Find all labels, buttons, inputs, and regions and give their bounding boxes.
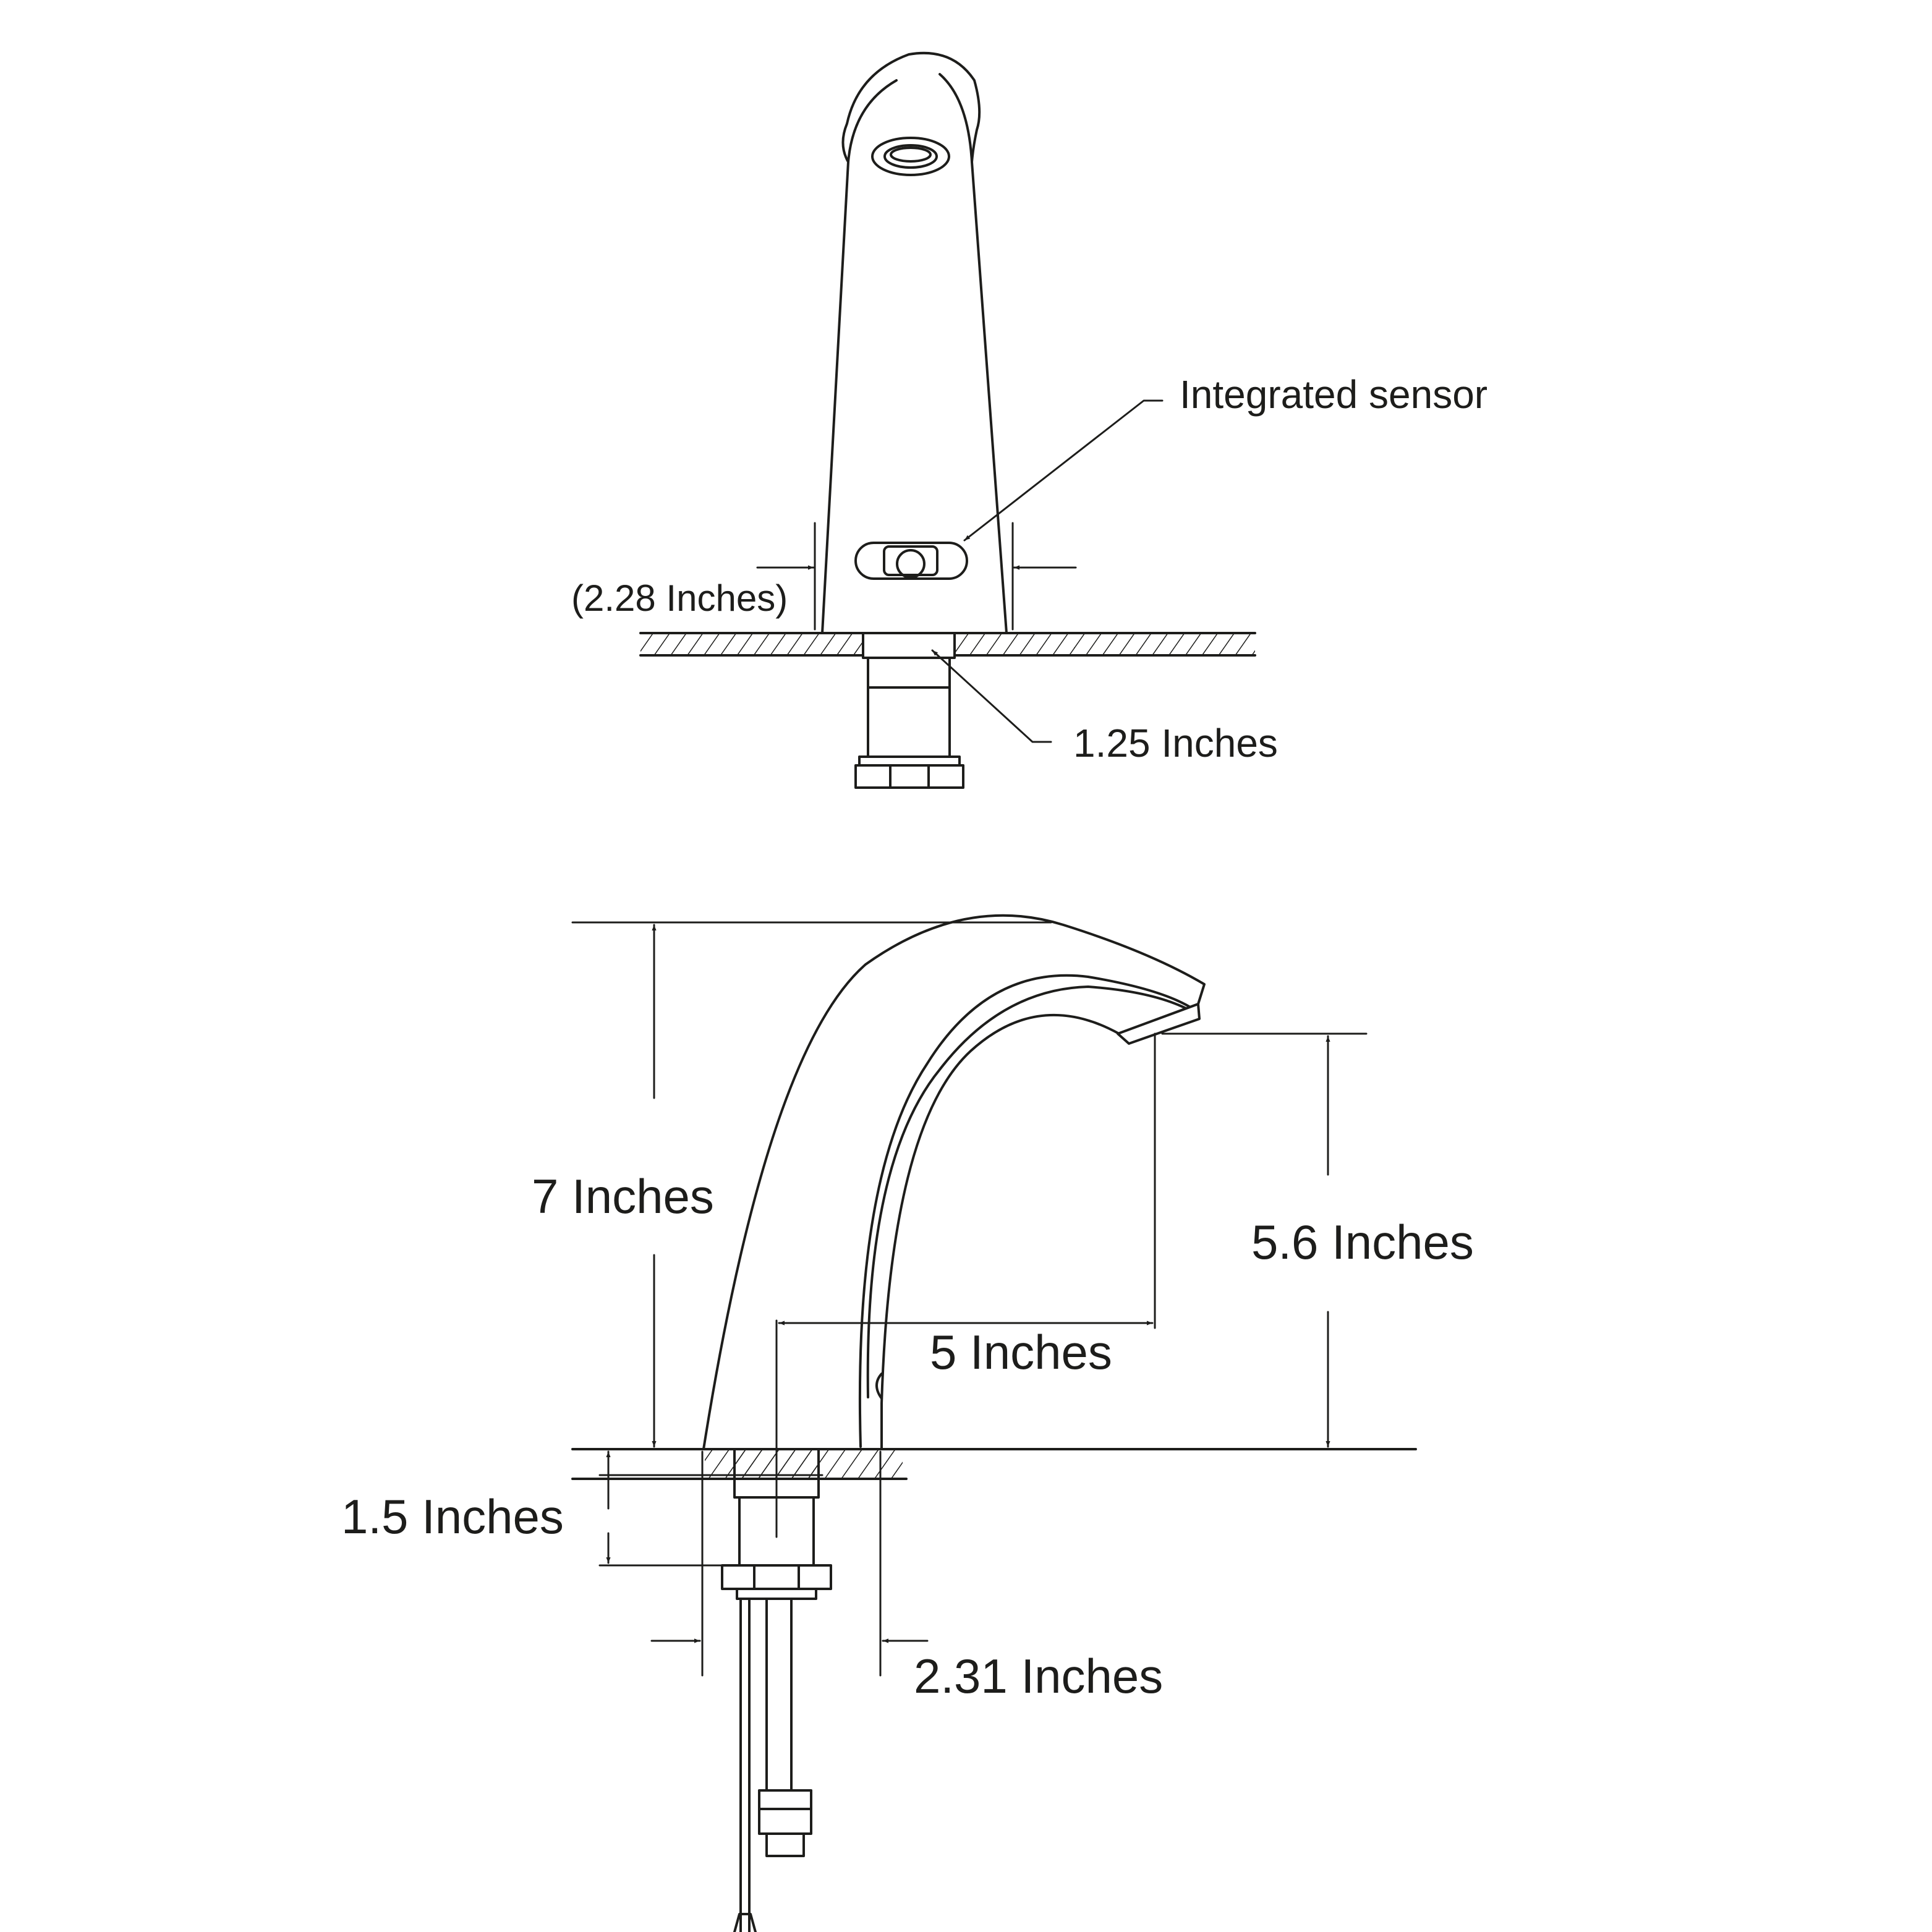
sensor-leader bbox=[963, 399, 1164, 542]
base-width-label: 2.31 Inches bbox=[914, 1649, 1163, 1703]
front-width-label: (2.28 Inches) bbox=[571, 577, 788, 619]
integrated-sensor bbox=[854, 542, 968, 580]
shank-leader bbox=[931, 649, 1052, 743]
side-spout bbox=[702, 914, 1206, 1450]
spout-tip bbox=[1117, 1003, 1201, 1045]
base-width-dimension bbox=[650, 1450, 929, 1677]
front-faucet-body bbox=[821, 51, 1008, 634]
height-label: 7 Inches bbox=[532, 1169, 714, 1223]
front-width-dimension bbox=[756, 522, 1077, 631]
front-view bbox=[639, 51, 1256, 789]
reach-label: 5 Inches bbox=[930, 1325, 1112, 1379]
height-dimension bbox=[571, 921, 1052, 1448]
clearance-label: 5.6 Inches bbox=[1251, 1215, 1474, 1269]
clearance-dimension bbox=[1161, 1032, 1368, 1448]
front-shank bbox=[854, 632, 964, 789]
shank-diameter-label: 1.25 Inches bbox=[1073, 721, 1278, 765]
aerator-outlet bbox=[871, 137, 950, 176]
shank-length-label: 1.5 Inches bbox=[341, 1489, 564, 1544]
reach-dimension bbox=[775, 1032, 1156, 1538]
sensor-label: Integrated sensor bbox=[1180, 372, 1487, 417]
side-view bbox=[571, 914, 1417, 1932]
